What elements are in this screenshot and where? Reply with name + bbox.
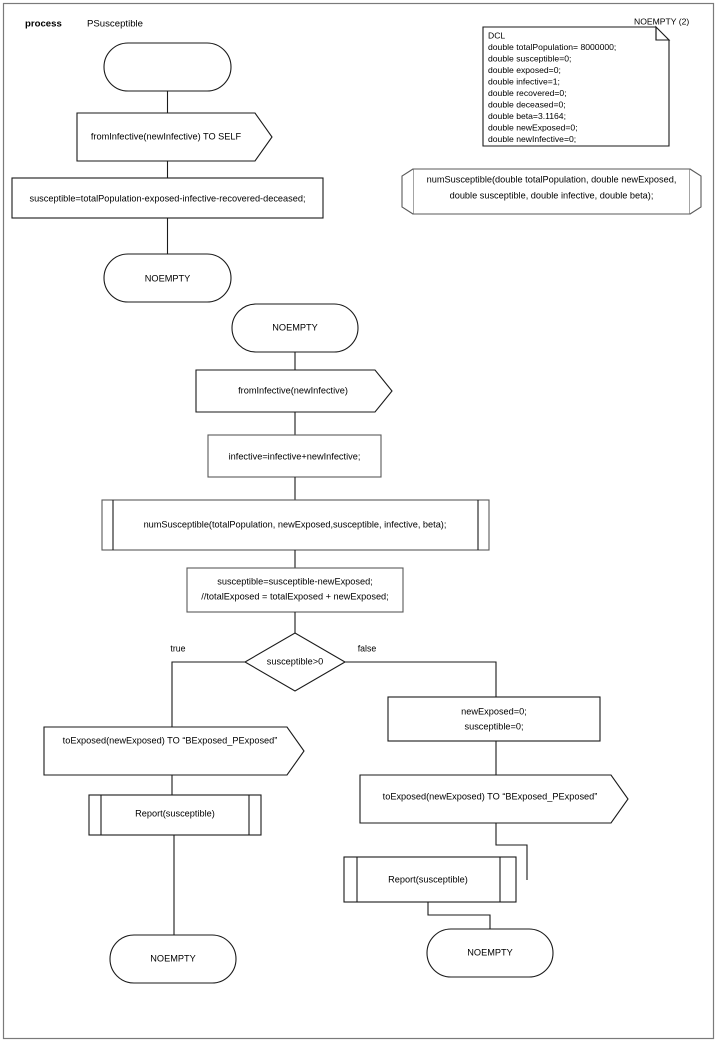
svg-text:double beta=3.1164;: double beta=3.1164;	[488, 111, 566, 121]
input-signal-1-label: fromInfective(newInfective) TO SELF	[91, 131, 242, 141]
true-end-state-label: NOEMPTY	[150, 953, 195, 963]
svg-text:double totalPopulation= 800000: double totalPopulation= 8000000;	[488, 42, 616, 52]
true-output-shape	[43, 726, 305, 776]
state-1-label: NOEMPTY	[145, 273, 190, 283]
false-output-label: toExposed(newExposed) TO “BExposed_PExpo…	[383, 791, 598, 801]
task-3-line1: susceptible=susceptible-newExposed;	[217, 576, 373, 586]
false-end-state-shape	[426, 928, 554, 978]
procedure-decl-line2: double susceptible, double infective, do…	[450, 190, 654, 200]
start-state-shape	[103, 42, 232, 92]
procedure-call-1-label: numSusceptible(totalPopulation, newExpos…	[144, 519, 447, 529]
branch-false-label: false	[358, 643, 377, 653]
decision-label: susceptible>0	[267, 656, 323, 666]
task-2-shape	[207, 434, 382, 478]
input-signal-1-shape	[76, 112, 273, 162]
procedure-call-1-shape	[101, 499, 490, 551]
true-output-label: toExposed(newExposed) TO “BExposed_PExpo…	[63, 735, 278, 745]
note-fold-corner	[655, 25, 671, 41]
svg-text:double susceptible=0;: double susceptible=0;	[488, 53, 571, 63]
svg-text:double newExposed=0;: double newExposed=0;	[488, 122, 578, 132]
process-name: PSusceptible	[87, 19, 143, 30]
true-end-state-shape	[109, 934, 237, 984]
svg-text:double recovered=0;: double recovered=0;	[488, 88, 567, 98]
svg-text:DCL: DCL	[488, 30, 505, 40]
svg-text:double exposed=0;: double exposed=0;	[488, 65, 561, 75]
false-end-state-label: NOEMPTY	[467, 947, 512, 957]
state-1-shape	[103, 253, 232, 303]
state-2-shape	[231, 303, 359, 353]
false-task-line2: susceptible=0;	[465, 721, 524, 731]
process-keyword: process	[25, 19, 62, 30]
decision-shape	[243, 632, 347, 692]
note-title-label: NOEMPTY (2)	[634, 16, 689, 26]
false-output-shape	[359, 774, 629, 824]
false-report-call-shape	[343, 856, 517, 903]
procedure-decl-line1: numSusceptible(double totalPopulation, d…	[427, 174, 677, 184]
input-signal-2-shape	[195, 369, 393, 413]
connector-false-output-to-report	[495, 823, 528, 880]
procedure-decl-right-notch	[689, 168, 702, 215]
task-3-line2: //totalExposed = totalExposed + newExpos…	[201, 591, 388, 601]
dcl-note-text: DCL double totalPopulation= 8000000; dou…	[488, 30, 616, 144]
input-signal-2-label: fromInfective(newInfective)	[238, 385, 348, 395]
false-task-shape	[387, 696, 601, 742]
connector-decision-false	[345, 661, 497, 697]
task-3-shape	[186, 567, 404, 613]
connector-false-call-to-end-state	[427, 902, 491, 929]
task-1-label: susceptible=totalPopulation-exposed-infe…	[29, 193, 305, 203]
svg-text:double infective=1;: double infective=1;	[488, 76, 560, 86]
branch-true-label: true	[170, 643, 185, 653]
false-report-call-label: Report(susceptible)	[388, 874, 468, 884]
connector-decision-true	[171, 661, 245, 727]
true-report-call-shape	[88, 794, 262, 836]
state-2-label: NOEMPTY	[272, 322, 317, 332]
svg-text:double newInfective=0;: double newInfective=0;	[488, 134, 576, 144]
false-task-line1: newExposed=0;	[461, 706, 527, 716]
true-report-call-label: Report(susceptible)	[135, 808, 215, 818]
procedure-decl-left-notch	[401, 168, 414, 215]
svg-text:double deceased=0;: double deceased=0;	[488, 99, 566, 109]
task-2-label: infective=infective+newInfective;	[229, 451, 361, 461]
